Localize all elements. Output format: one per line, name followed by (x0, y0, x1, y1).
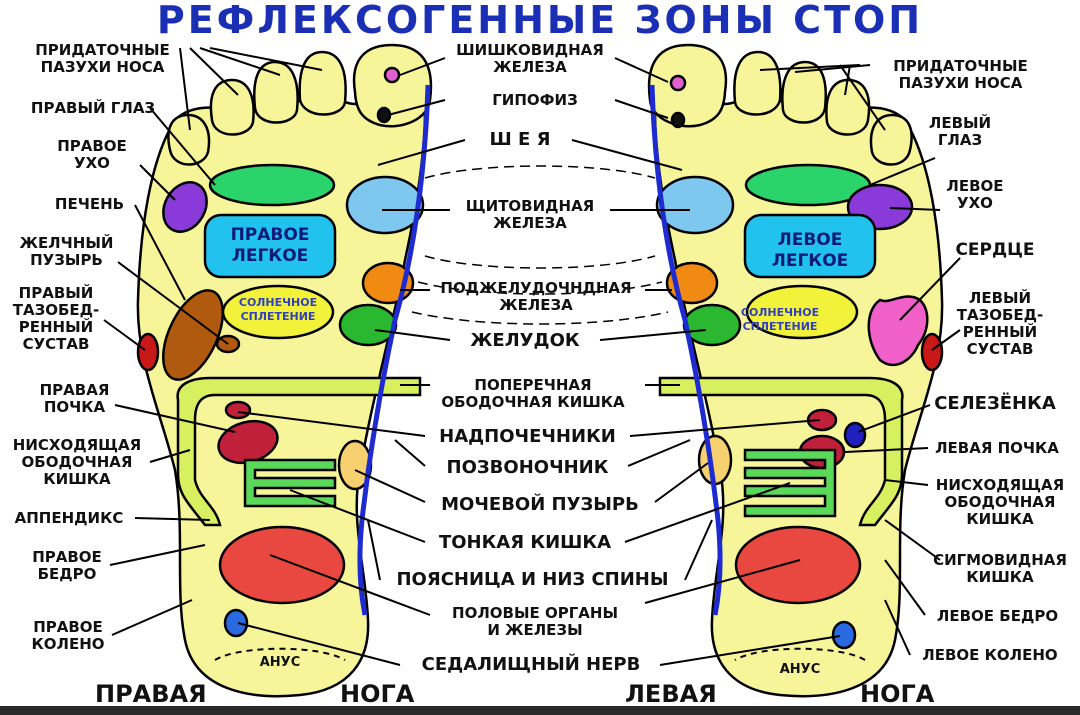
left-genital-zone (734, 525, 862, 605)
label-ear-right: ПРАВОЕ УХО (57, 137, 127, 172)
left-knee-zone (831, 620, 857, 650)
right-solar-label: СОЛНЕЧНОЕ СПЛЕТЕНИЕ (238, 296, 318, 323)
right-toe-2 (298, 50, 347, 116)
right-toe-4 (209, 78, 255, 136)
left-heart-zone (867, 295, 929, 367)
left-anus-label: АНУС (779, 662, 821, 677)
label-sinus-right: ПРИДАТОЧНЫЕ ПАЗУХИ НОСА (35, 41, 170, 76)
label-bladder: МОЧЕВОЙ ПУЗЫРЬ (441, 494, 639, 515)
right-toe-3 (253, 60, 299, 124)
left-foot (647, 43, 944, 698)
label-lower-back: ПОЯСНИЦА И НИЗ СПИНЫ (396, 569, 669, 590)
left-spleen-zone (843, 421, 867, 449)
label-sigmoid: СИГМОВИДНАЯ КИШКА (933, 551, 1067, 586)
right-lung-label: ПРАВОЕ ЛЕГКОЕ (230, 225, 310, 266)
right-liver-zone (162, 289, 224, 381)
label-appendix: АППЕНДИКС (14, 509, 124, 527)
label-genitals: ПОЛОВЫЕ ОРГАНЫ И ЖЕЛЕЗЫ (452, 604, 618, 639)
label-neck: Ш Е Я (489, 129, 551, 150)
left-anus-arc (734, 647, 866, 661)
left-big-toe (647, 43, 728, 128)
label-thyroid: ЩИТОВИДНАЯ ЖЕЛЕЗА (465, 197, 595, 232)
label-small-intestine: ТОНКАЯ КИШКА (438, 532, 612, 553)
foot-label-right-b: НОГА (340, 680, 415, 708)
left-lung-zone (743, 213, 877, 279)
left-spine-line (649, 84, 723, 616)
left-solar-label: СОЛНЕЧНОЕ СПЛЕТЕНИЕ (740, 306, 820, 333)
right-genital-zone (218, 525, 346, 605)
label-kidney-left: ЛЕВАЯ ПОЧКА (935, 439, 1059, 457)
right-adrenal-zone (224, 400, 252, 420)
left-hip-zone (920, 332, 944, 372)
right-eye-zone (208, 163, 336, 207)
foot-label-left-a: ЛЕВАЯ (625, 680, 717, 708)
right-small-intestine (243, 458, 337, 508)
left-toe-3 (781, 60, 827, 124)
foot-label-left-b: НОГА (860, 680, 935, 708)
label-adrenals: НАДПОЧЕЧНИКИ (439, 426, 616, 447)
label-eye-left: ЛЕВЫЙ ГЛАЗ (928, 114, 992, 149)
label-hip-right: ПРАВЫЙ ТАЗОБЕД- РЕННЫЙ СУСТАВ (12, 284, 100, 353)
label-eye-right: ПРАВЫЙ ГЛАЗ (30, 99, 156, 117)
left-toe-2 (733, 50, 782, 116)
label-sciatic: СЕДАЛИЩНЫЙ НЕРВ (421, 654, 641, 675)
left-small-intestine (743, 448, 837, 518)
label-kidney-right: ПРАВАЯ ПОЧКА (39, 381, 110, 416)
label-transverse-colon: ПОПЕРЕЧНАЯ ОБОДОЧНАЯ КИШКА (441, 376, 625, 411)
label-thigh-left: ЛЕВОЕ БЕДРО (936, 607, 1059, 625)
label-thigh-right: ПРАВОЕ БЕДРО (32, 548, 102, 583)
label-ear-left: ЛЕВОЕ УХО (946, 177, 1004, 212)
left-pineal-zone (669, 74, 687, 92)
right-ear-zone (162, 181, 208, 233)
right-lung-zone (203, 213, 337, 279)
label-gallbladder: ЖЕЛЧНЫЙ ПУЗЫРЬ (19, 234, 114, 269)
left-lung-label: ЛЕВОЕ ЛЕГКОЕ (771, 230, 849, 271)
left-toe-5 (869, 113, 913, 166)
label-liver: ПЕЧЕНЬ (54, 195, 125, 213)
right-anus-arc (214, 647, 346, 661)
right-big-toe (352, 43, 433, 128)
right-toe-5 (167, 113, 211, 166)
label-desc-colon-left: НИСХОДЯЩАЯ ОБОДОЧНАЯ КИШКА (935, 476, 1065, 528)
label-heart: СЕРДЦЕ (955, 240, 1035, 260)
right-hip-zone (136, 332, 160, 372)
leader-lines (103, 47, 961, 666)
left-pituitary-zone (670, 111, 686, 129)
right-knee-zone (223, 608, 249, 638)
left-adrenal-zone (806, 408, 838, 432)
page-title: РЕФЛЕКСОГЕННЫЕ ЗОНЫ СТОП (156, 0, 924, 42)
label-pineal: ШИШКОВИДНАЯ ЖЕЛЕЗА (456, 41, 604, 76)
right-anus-label: АНУС (259, 655, 301, 670)
label-knee-right: ПРАВОЕ КОЛЕНО (31, 618, 105, 653)
left-colon-zone (658, 376, 904, 527)
label-spine: ПОЗВОНОЧНИК (446, 457, 609, 478)
right-thyroid-zone (345, 175, 425, 235)
label-stomach: ЖЕЛУДОК (470, 330, 580, 351)
label-pituitary: ГИПОФИЗ (492, 91, 578, 109)
right-colon-zone (176, 376, 422, 527)
right-pineal-zone (383, 66, 401, 84)
right-stomach-zone (338, 303, 398, 347)
label-pancreas: ПОДЖЕЛУДОЧНДНАЯ ЖЕЛЕЗА (440, 279, 632, 314)
right-spine-line (357, 84, 431, 616)
label-knee-left: ЛЕВОЕ КОЛЕНО (922, 646, 1058, 664)
label-desc-colon-right: НИСХОДЯЩАЯ ОБОДОЧНАЯ КИШКА (12, 436, 142, 488)
dashed-guides (411, 165, 669, 325)
left-solar-plexus (745, 284, 859, 340)
label-sinus-left: ПРИДАТОЧНЫЕ ПАЗУХИ НОСА (893, 57, 1028, 92)
left-thyroid-zone (655, 175, 735, 235)
label-hip-left: ЛЕВЫЙ ТАЗОБЕД- РЕННЫЙ СУСТАВ (956, 289, 1044, 358)
label-spleen: СЕЛЕЗЁНКА (934, 393, 1056, 414)
foot-label-right-a: ПРАВАЯ (95, 680, 207, 708)
left-toe-4 (825, 78, 871, 136)
bottom-bar (0, 706, 1080, 715)
